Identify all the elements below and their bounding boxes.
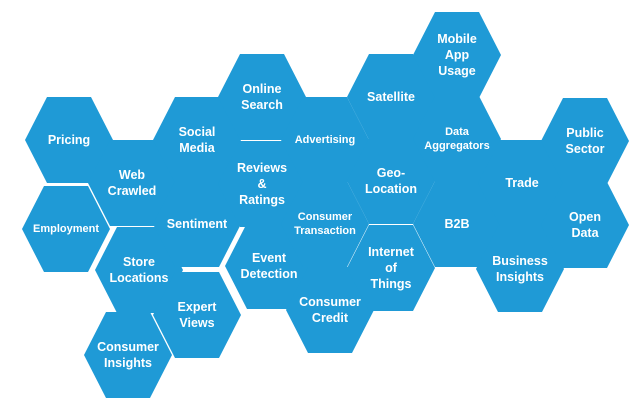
hex-consumer-insights: Consumer Insights [84,312,172,398]
hex-open-data: Open Data [541,182,629,268]
hex-expert-views: Expert Views [153,272,241,358]
hex-public-sector: Public Sector [541,98,629,184]
hex-event-detection: Event Detection [225,223,313,309]
